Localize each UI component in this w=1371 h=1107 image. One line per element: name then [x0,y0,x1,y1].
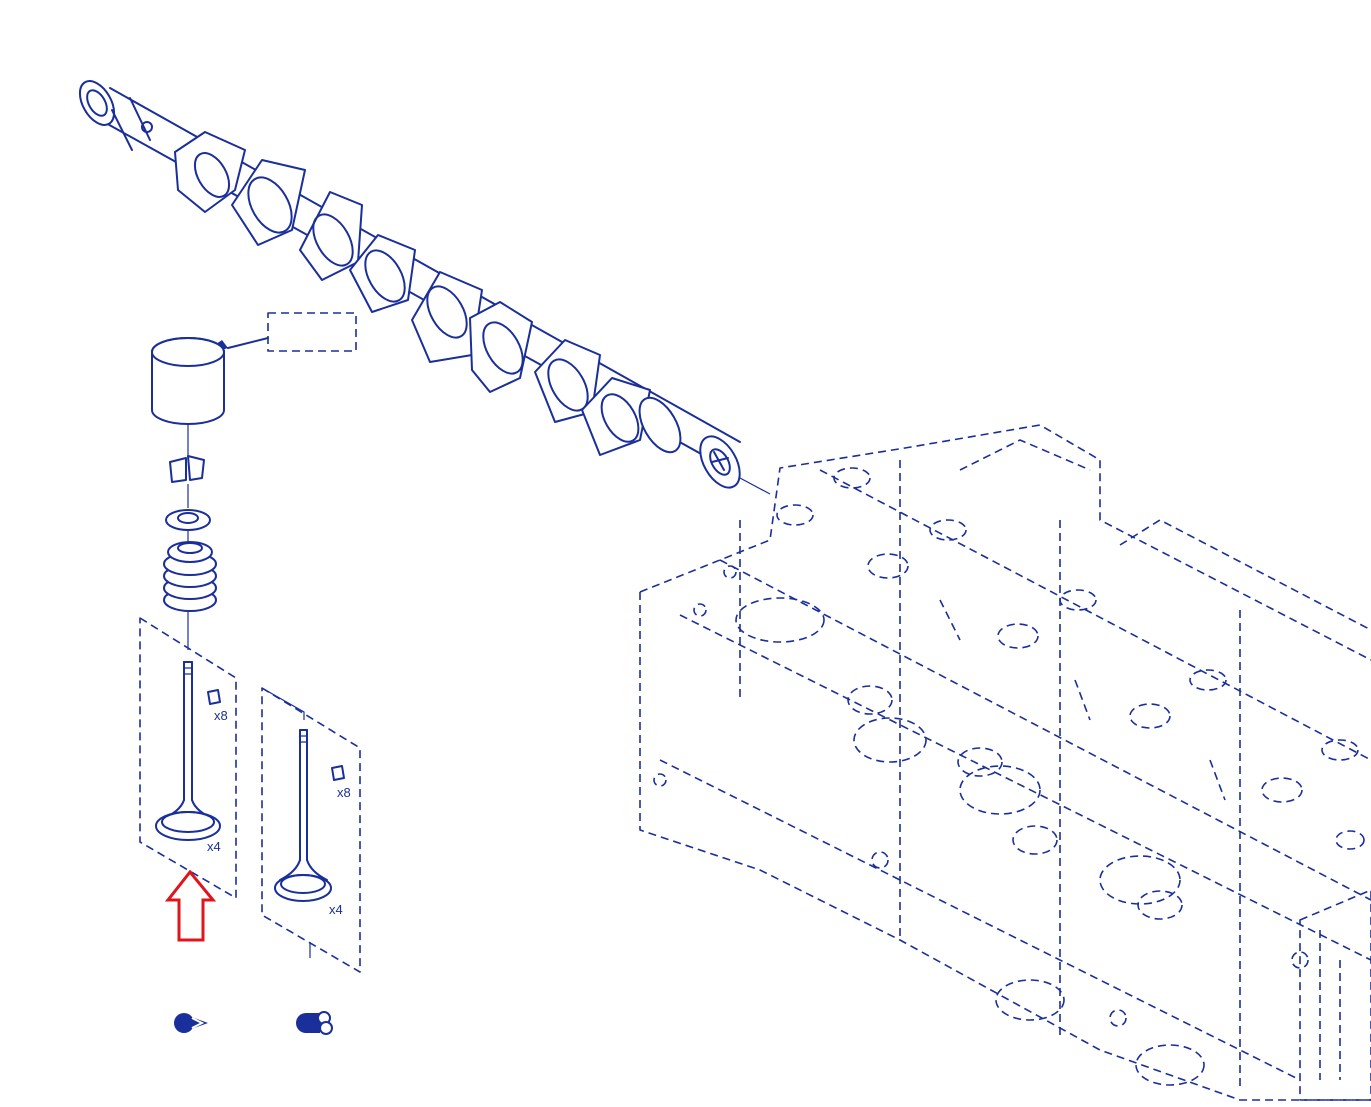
cylinder-head-outline [639,424,1371,1101]
spring-retainer [165,509,211,542]
exhaust-valve-quantity: x4 [329,902,343,917]
valve-spring [163,541,217,650]
camshaft [78,80,771,495]
exhaust-valve-group: x8 x4 [261,687,361,973]
tappet-bucket [151,312,357,456]
intake-flow-icon [174,1013,208,1033]
exhaust-collet-quantity: x8 [337,785,351,800]
intake-collet-quantity: x8 [214,708,228,723]
intake-valve-group: x8 x4 [139,617,237,899]
intake-valve-quantity: x4 [207,839,221,854]
up-arrow-icon [164,869,217,942]
valve-collets [169,455,205,508]
exhaust-flow-icon [296,1011,333,1035]
